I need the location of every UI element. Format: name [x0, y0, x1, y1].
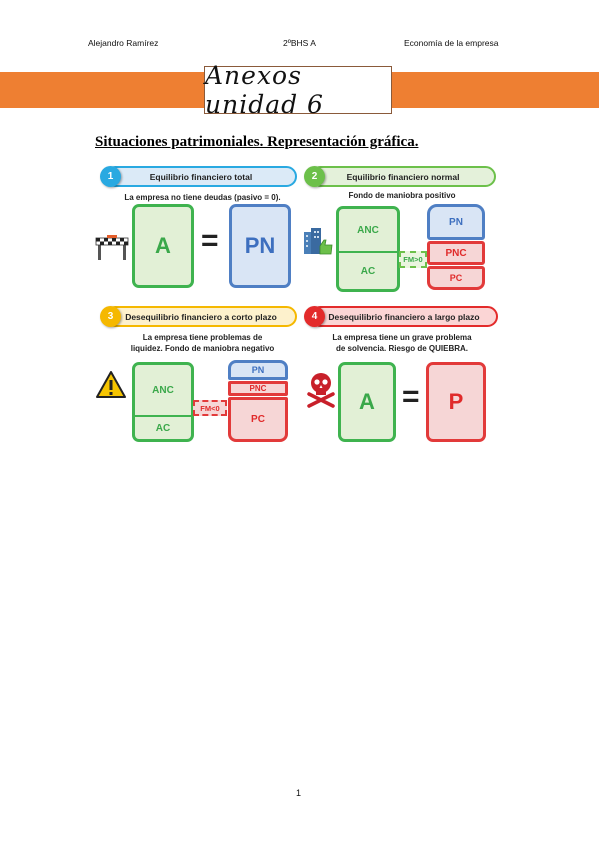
panel-2-pnc-box: PNC: [427, 241, 485, 265]
panel-3-title: Desequilibrio financiero a corto plazo: [105, 306, 297, 327]
skull-crossbones-icon: [307, 373, 335, 408]
panel-2-pn-box: PN: [427, 204, 485, 240]
panel-2-title: Equilibrio financiero normal: [310, 166, 496, 187]
panel-3-description-line-1: La empresa tiene problemas de: [142, 333, 263, 342]
panel-4-number: 4: [304, 306, 325, 327]
panel-4-title: Desequilibrio financiero a largo plazo: [310, 306, 498, 327]
panel-3-pc-box: PC: [228, 397, 288, 442]
panel-3-pnc-box: PNC: [228, 381, 288, 396]
panel-1-equals: =: [201, 224, 219, 257]
panel-3-anc-box: ANC AC: [132, 362, 194, 442]
panel-2-anc-label: ANC: [339, 209, 397, 253]
panel-3-description-line-2: liquidez. Fondo de maniobra negativo: [130, 344, 275, 353]
thumbs-up-building-icon: [304, 228, 333, 255]
panel-3-ac-label: AC: [155, 422, 171, 434]
panel-3: Desequilibrio financiero a corto plazo 3…: [95, 304, 300, 446]
panel-1-equity-box: PN: [229, 204, 291, 288]
panel-2-fm: FM>0: [399, 251, 427, 268]
header-author: Alejandro Ramírez: [88, 38, 159, 48]
panel-3-fm: FM<0: [193, 400, 227, 416]
panel-1: Equilibrio financiero total 1 La empresa…: [95, 164, 300, 300]
panel-1-number: 1: [100, 166, 121, 187]
panel-3-number: 3: [100, 306, 121, 327]
panel-1-description: La empresa no tiene deudas (pasivo = 0).: [124, 193, 281, 202]
panel-2-ac-label: AC: [360, 265, 376, 277]
panel-4-description-line-1: La empresa tiene un grave problema: [332, 333, 472, 342]
panel-2: Equilibrio financiero normal 2 Fondo de …: [302, 164, 502, 300]
panel-3-anc-label: ANC: [135, 365, 191, 417]
panel-2-pc-box: PC: [427, 266, 485, 290]
section-title: Situaciones patrimoniales. Representació…: [95, 134, 419, 150]
panel-2-anc-box: ANC AC: [336, 206, 400, 292]
warning-icon: [96, 371, 126, 398]
header-subject: Economía de la empresa: [404, 38, 499, 48]
panel-3-pn-box: PN: [228, 360, 288, 380]
header-group: 2ºBHS A: [283, 38, 316, 48]
panel-4-equals: =: [402, 380, 420, 413]
panel-2-description: Fondo de maniobra positivo: [348, 191, 456, 200]
banner-title: Anexos unidad 6: [205, 61, 324, 119]
panel-1-title: Equilibrio financiero total: [105, 166, 297, 187]
panel-1-asset-box: A: [132, 204, 194, 288]
panel-2-number: 2: [304, 166, 325, 187]
page-number: 1: [296, 788, 302, 798]
panel-4-description-line-2: de solvencia. Riesgo de QUIEBRA.: [335, 344, 469, 353]
panel-4-asset-box: A: [338, 362, 396, 442]
panel-4-liability-box: P: [426, 362, 486, 442]
panel-4: Desequilibrio financiero a largo plazo 4…: [302, 304, 502, 446]
banner-title-box: Anexos unidad 6: [204, 61, 392, 119]
finish-line-icon: [95, 235, 129, 260]
